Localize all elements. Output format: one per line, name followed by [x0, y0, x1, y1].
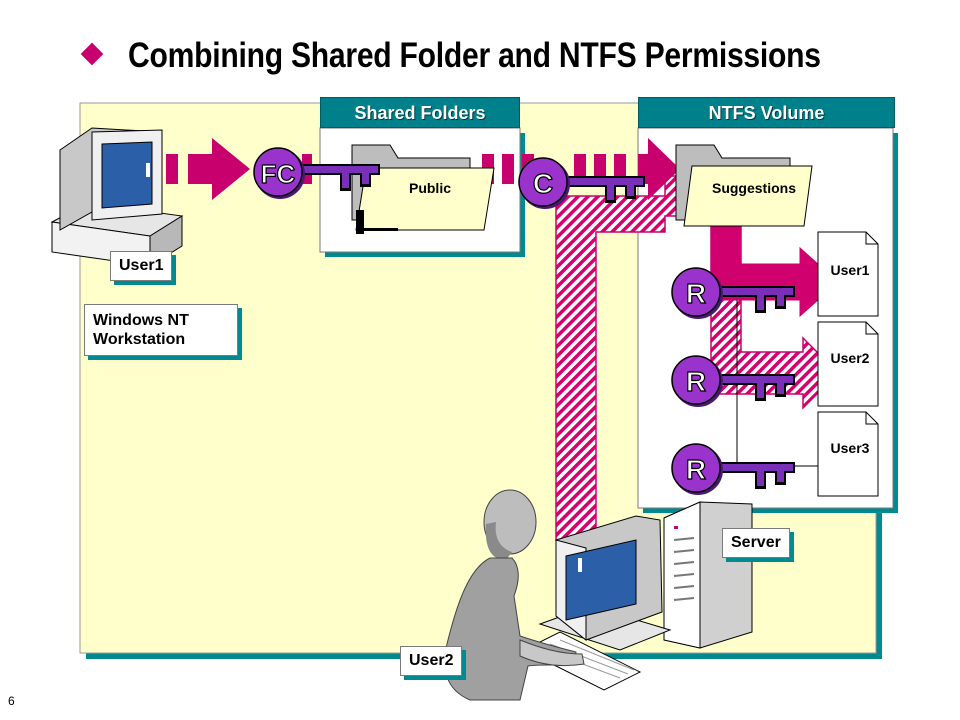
person-icon — [444, 489, 585, 701]
key-label-r-user3: R — [686, 454, 706, 485]
workstation-computer-icon — [50, 127, 184, 267]
server-computer-icon — [522, 501, 753, 691]
os-tag-line2: Workstation — [93, 331, 186, 348]
document-icon — [817, 321, 879, 407]
permission-key-icon — [518, 157, 645, 209]
key-label-c: C — [533, 168, 553, 199]
os-tag: Windows NT Workstation — [84, 304, 238, 356]
suggestions-folder-icon — [675, 144, 813, 227]
key-label-fc: FC — [261, 159, 296, 189]
permission-key-icon — [253, 147, 398, 234]
file-user3-label: User3 — [831, 440, 870, 456]
file-user2-label: User2 — [831, 350, 870, 366]
server-tag: Server — [722, 528, 790, 558]
permission-key-icon — [671, 355, 795, 407]
slide-title: Combining Shared Folder and NTFS Permiss… — [128, 36, 821, 75]
key-label-r-user2: R — [686, 366, 706, 397]
public-folder-icon — [351, 144, 495, 231]
user2-tag: User2 — [400, 646, 463, 676]
user1-tag: User1 — [110, 251, 173, 281]
ntfs-volume-header: NTFS Volume — [638, 97, 895, 128]
permission-key-icon — [671, 443, 795, 495]
key-label-r-user1: R — [686, 278, 706, 309]
public-folder-label: Public — [409, 180, 451, 196]
permission-key-icon — [671, 267, 795, 319]
suggestions-folder-label: Suggestions — [712, 180, 796, 196]
shared-folders-header: Shared Folders — [320, 97, 520, 128]
file-user1-label: User1 — [831, 262, 870, 278]
document-icon — [817, 231, 879, 317]
os-tag-line1: Windows NT — [93, 312, 189, 329]
page-number: 6 — [8, 694, 15, 708]
document-icon — [817, 411, 879, 497]
